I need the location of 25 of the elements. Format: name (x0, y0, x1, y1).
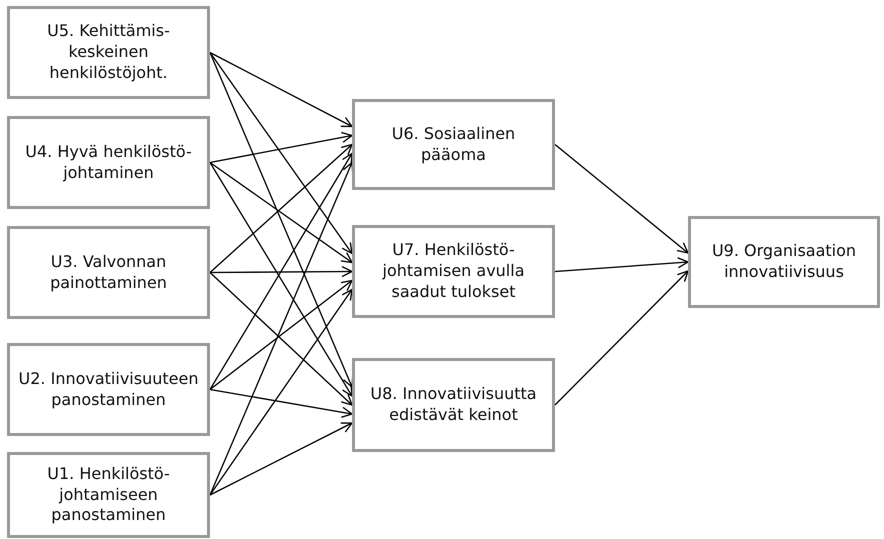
process-box: U8. Innovatiivisuutta edistävät keinot (352, 358, 555, 452)
process-box: U7. Henkilöstö- johtamisen avulla saadut tulokset (352, 225, 555, 318)
arrow (209, 52, 353, 254)
arrow (554, 257, 689, 272)
arrow (210, 162, 353, 264)
arrow (209, 162, 354, 496)
process-box: U1. Henkilöstö- johtamiseen panostaminen (7, 452, 210, 538)
arrow (210, 422, 353, 496)
process-box: U2. Innovatiivisuuteen panostaminen (7, 343, 210, 436)
arrow (210, 266, 353, 278)
arrow (209, 52, 354, 388)
arrow (209, 288, 353, 496)
process-box: U4. Hyvä henkilöstö- johtaminen (7, 116, 210, 209)
arrow (210, 52, 353, 128)
arrow (210, 388, 353, 418)
arrow (210, 272, 353, 406)
process-box: U3. Valvonnan painottaminen (7, 226, 210, 319)
arrow (210, 280, 353, 390)
process-box: U9. Organisaation innovatiivisuus (688, 216, 880, 308)
process-box: U6. Sosiaalinen pääoma (352, 99, 555, 190)
process-box: U5. Kehittämis- keskeinen henkilöstöjoht. (7, 6, 210, 99)
arrow (210, 132, 353, 164)
arrow (554, 270, 689, 406)
arrow (210, 144, 353, 273)
arrow (554, 144, 689, 254)
